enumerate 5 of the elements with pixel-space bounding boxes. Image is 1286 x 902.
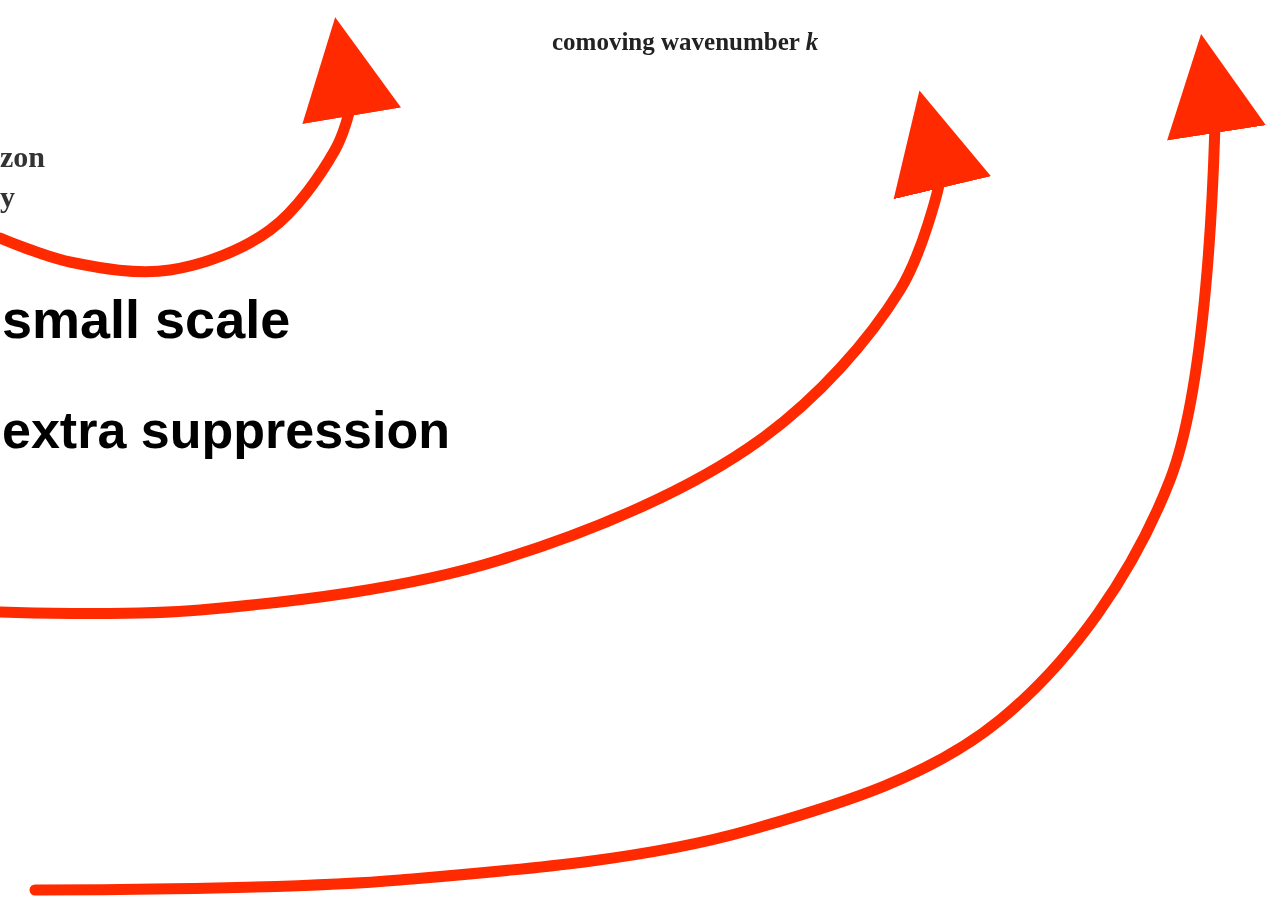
axis-label: comoving wavenumber k	[552, 28, 819, 56]
annotation-text: y	[0, 180, 15, 214]
annotation-text: small scale	[2, 288, 291, 350]
annotation-text: extra suppression	[2, 400, 450, 460]
annotation-text: zon	[0, 140, 45, 174]
